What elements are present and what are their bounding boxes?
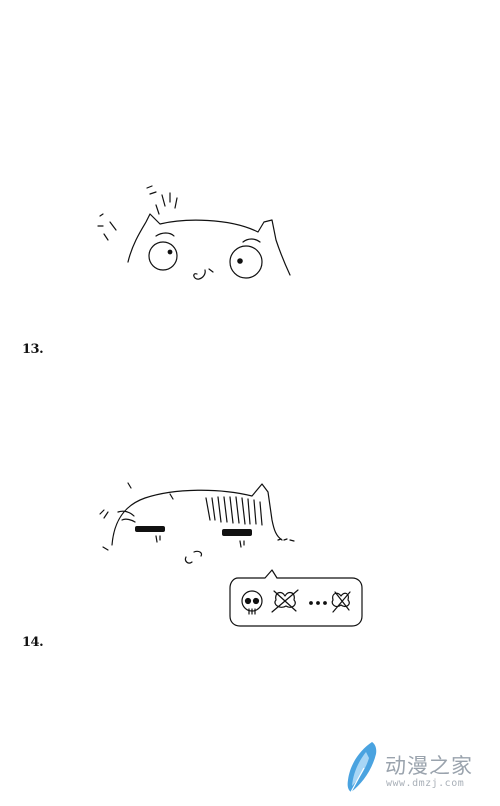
panel-number-13: 13.: [22, 342, 44, 357]
site-watermark: 动漫之家 www.dmzj.com: [340, 738, 490, 798]
watermark-title: 动漫之家: [385, 754, 473, 778]
feather-logo-icon: [347, 742, 377, 793]
panel-number-14: 14.: [22, 635, 44, 650]
watermark-url: www.dmzj.com: [386, 778, 465, 789]
